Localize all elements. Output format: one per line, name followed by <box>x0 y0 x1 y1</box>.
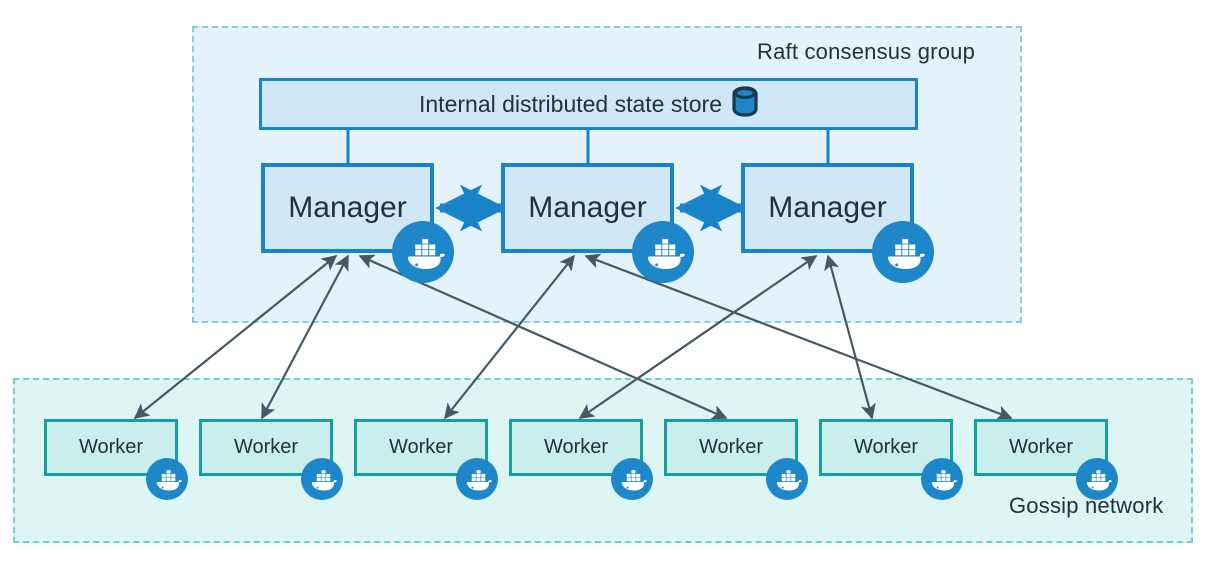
database-cylinder-icon <box>732 85 758 123</box>
manager-label: Manager <box>768 191 887 224</box>
docker-whale-icon <box>301 458 343 500</box>
docker-whale-icon <box>392 221 454 283</box>
docker-whale-icon <box>456 458 498 500</box>
internal-state-store-node[interactable]: Internal distributed state store <box>259 78 918 130</box>
docker-whale-icon <box>611 458 653 500</box>
worker-label: Worker <box>853 436 919 458</box>
docker-whale-icon <box>632 221 694 283</box>
manager-label: Manager <box>528 191 647 224</box>
manager-node-3[interactable]: Manager <box>741 163 914 253</box>
worker-label: Worker <box>233 436 299 458</box>
raft-consensus-group-label: Raft consensus group <box>757 39 976 64</box>
worker-label: Worker <box>698 436 764 458</box>
docker-whale-icon <box>921 458 963 500</box>
manager-label: Manager <box>288 191 407 224</box>
docker-whale-icon <box>872 221 934 283</box>
worker-label: Worker <box>388 436 454 458</box>
store-label: Internal distributed state store <box>419 90 722 117</box>
worker-label: Worker <box>543 436 609 458</box>
docker-whale-icon <box>766 458 808 500</box>
docker-whale-icon <box>1076 458 1118 500</box>
worker-node-6[interactable]: Worker <box>819 419 953 476</box>
worker-node-4[interactable]: Worker <box>509 419 643 476</box>
worker-label: Worker <box>78 436 144 458</box>
worker-label: Worker <box>1008 436 1074 458</box>
docker-whale-icon <box>146 458 188 500</box>
worker-node-5[interactable]: Worker <box>664 419 798 476</box>
